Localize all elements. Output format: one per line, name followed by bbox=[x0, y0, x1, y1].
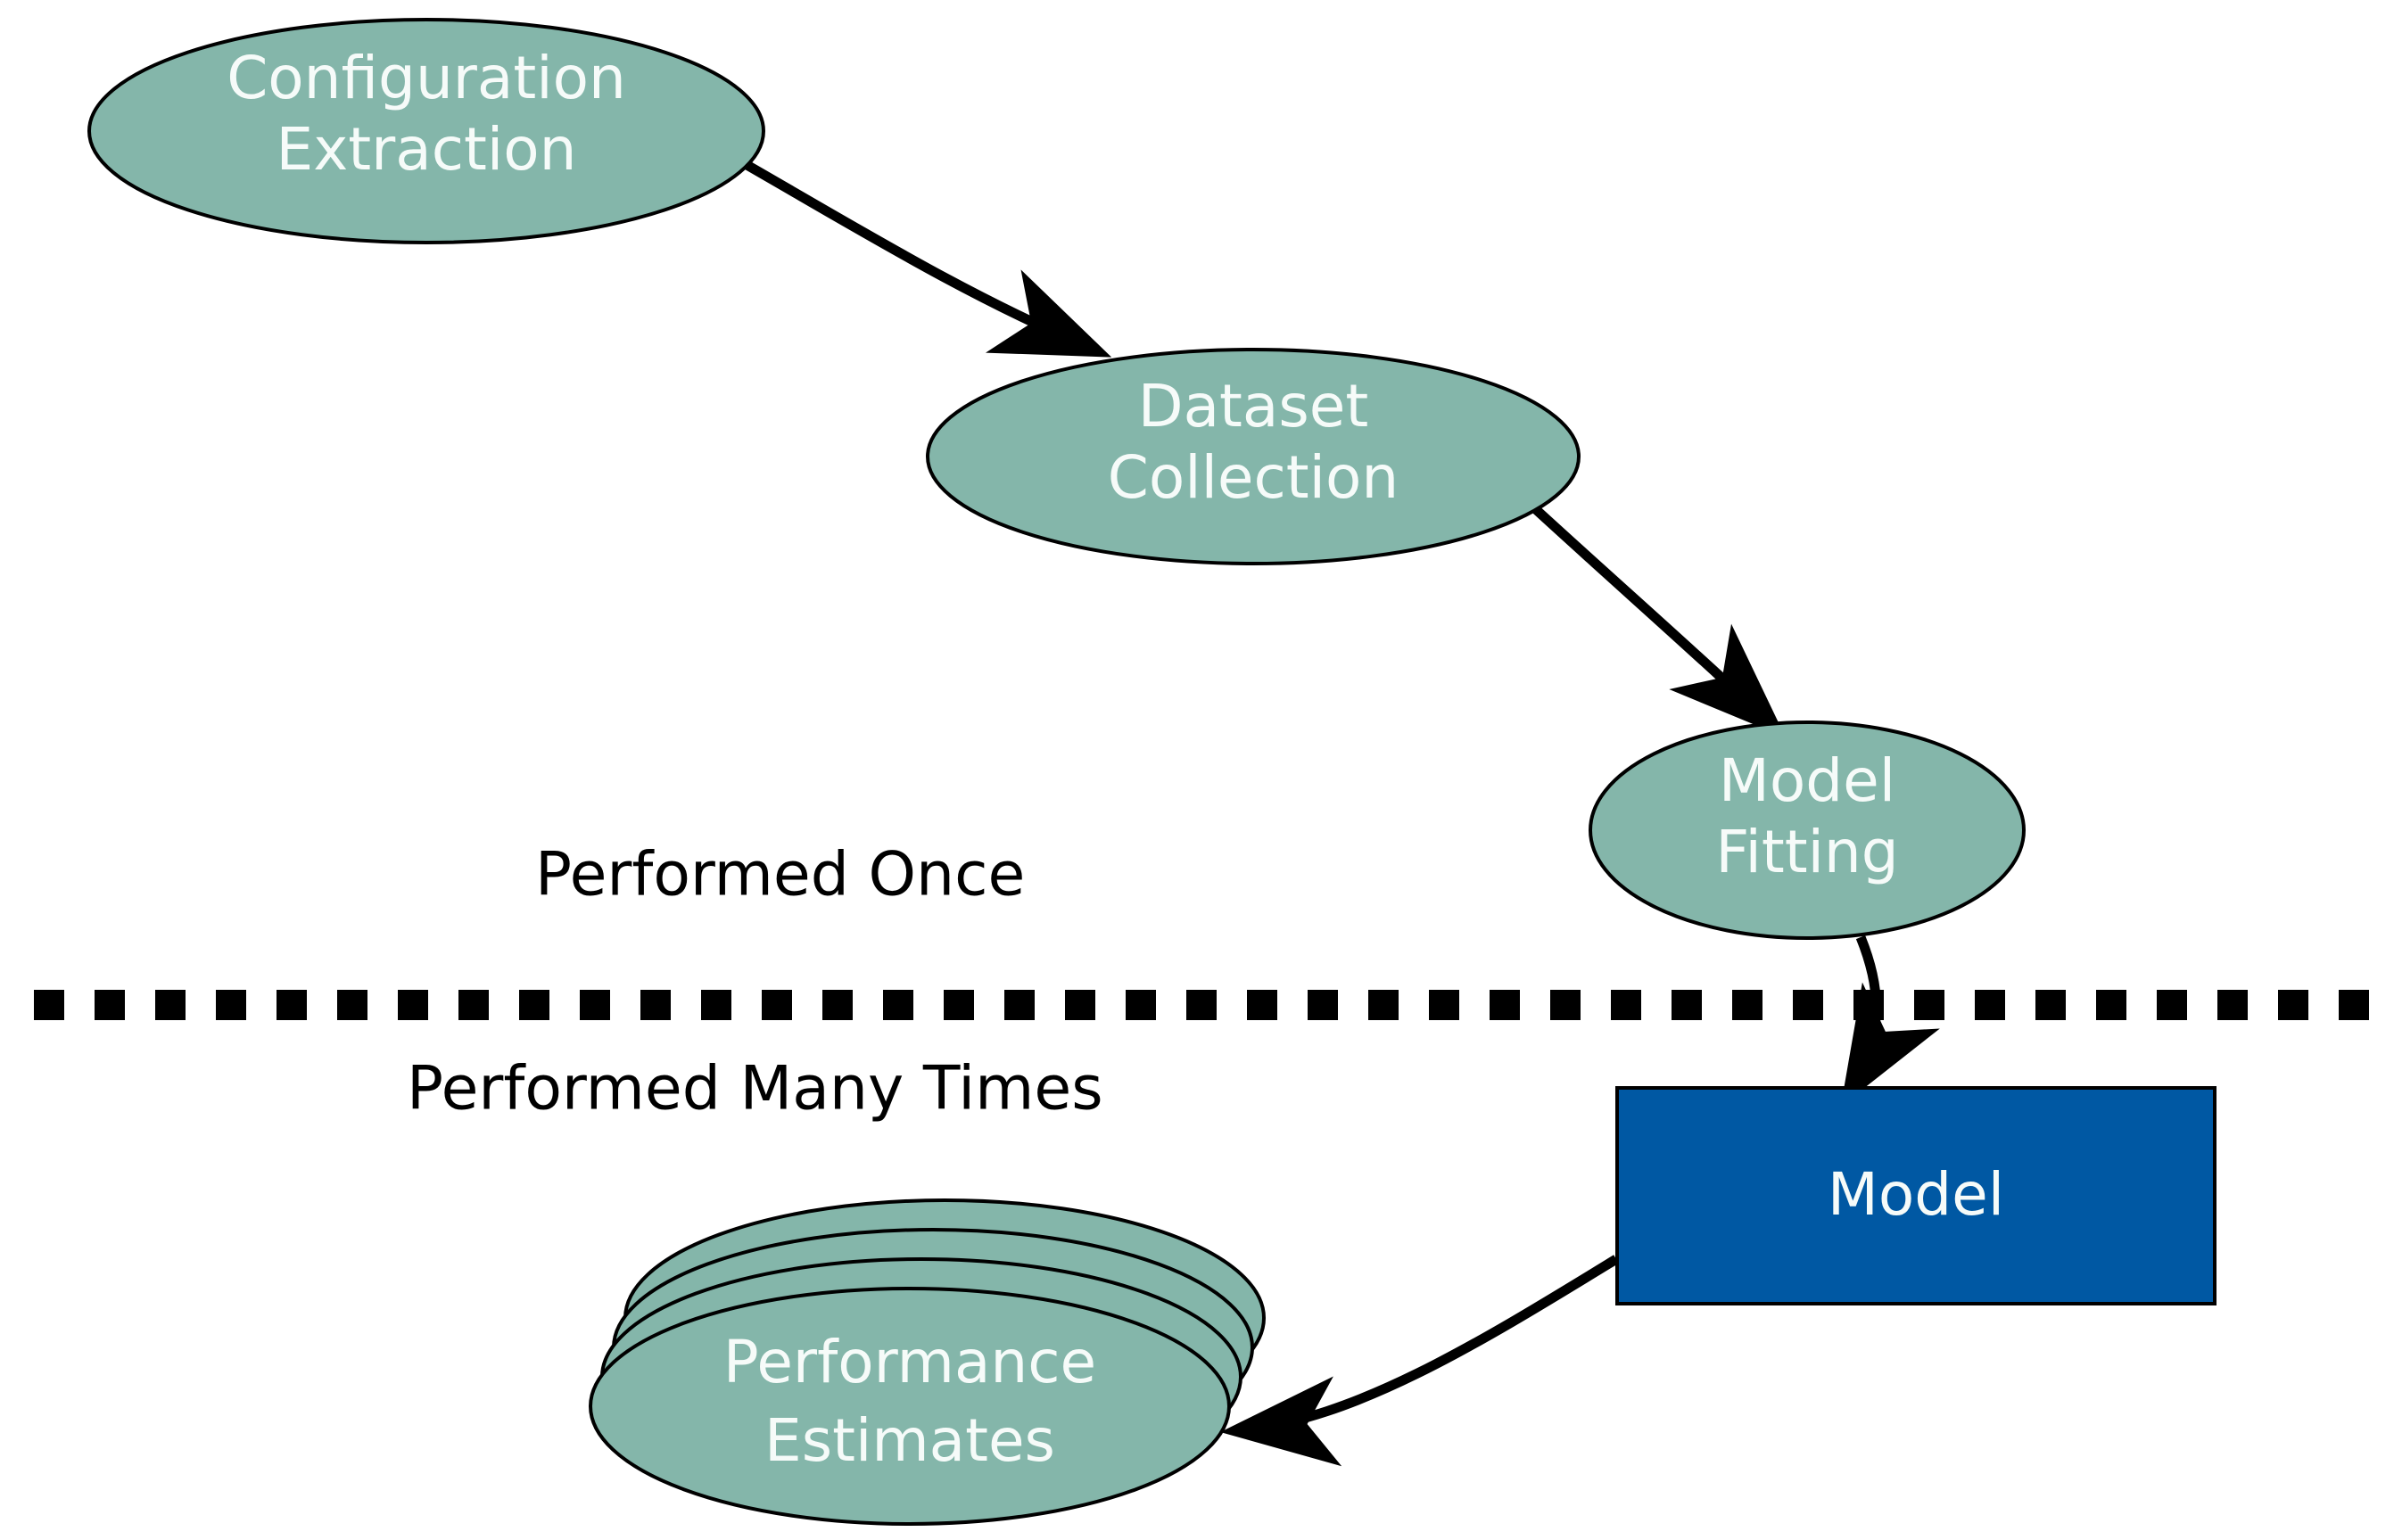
configuration-extraction-ellipse[interactable] bbox=[87, 18, 765, 244]
node-model[interactable]: Model bbox=[1615, 1086, 2217, 1305]
dataset-collection-ellipse[interactable] bbox=[926, 348, 1581, 565]
model-rectangle[interactable] bbox=[1615, 1086, 2217, 1305]
model-fitting-label-line1: Model bbox=[1719, 746, 1895, 815]
model-fitting-label-line2: Fitting bbox=[1715, 818, 1898, 886]
performance-estimates-layer-1[interactable] bbox=[589, 1287, 1231, 1526]
performance-estimates-label-line2: Estimates bbox=[764, 1406, 1055, 1475]
section-label-performed-many-times: Performed Many Times bbox=[407, 1054, 1103, 1124]
configuration-extraction-label-line1: Configuration bbox=[227, 44, 626, 112]
dataset-collection-label-line2: Collection bbox=[1108, 443, 1399, 512]
section-label-performed-once: Performed Once bbox=[535, 840, 1025, 910]
node-configuration-extraction[interactable]: Configuration Extraction bbox=[87, 18, 765, 244]
model-fitting-ellipse[interactable] bbox=[1589, 721, 2026, 940]
performance-estimates-label-line1: Performance bbox=[723, 1328, 1096, 1396]
dataset-collection-label-line1: Dataset bbox=[1138, 372, 1368, 441]
node-dataset-collection[interactable]: Dataset Collection bbox=[926, 348, 1581, 565]
model-label: Model bbox=[1828, 1160, 2004, 1229]
configuration-extraction-label-line2: Extraction bbox=[277, 115, 577, 184]
edge-dataset-collection-to-model-fitting bbox=[1525, 498, 1786, 738]
edge-model-to-performance-estimates bbox=[1220, 1255, 1619, 1467]
edge-configuration-extraction-to-dataset-collection bbox=[729, 152, 1112, 358]
node-performance-estimates[interactable]: Performance Estimates bbox=[589, 1198, 1266, 1526]
node-model-fitting[interactable]: Model Fitting bbox=[1589, 721, 2026, 940]
